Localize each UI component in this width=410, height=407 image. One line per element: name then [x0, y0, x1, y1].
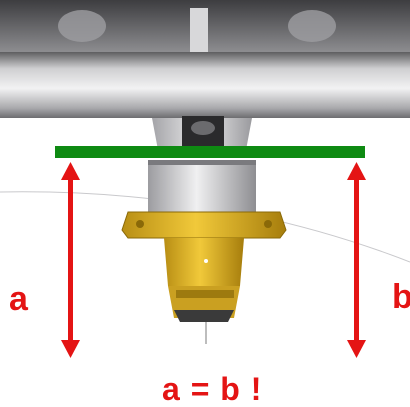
- arrow-b: [347, 162, 366, 358]
- head-mount: [152, 116, 252, 150]
- nozzle-assembly: [121, 211, 287, 344]
- machine-rail: [0, 0, 410, 118]
- reference-line: [55, 146, 365, 158]
- arrow-a: [61, 162, 80, 358]
- label-a: a: [9, 280, 28, 318]
- head-cylinder: [148, 160, 256, 212]
- label-b: b: [392, 278, 410, 316]
- equation-label: a = b !: [162, 371, 263, 407]
